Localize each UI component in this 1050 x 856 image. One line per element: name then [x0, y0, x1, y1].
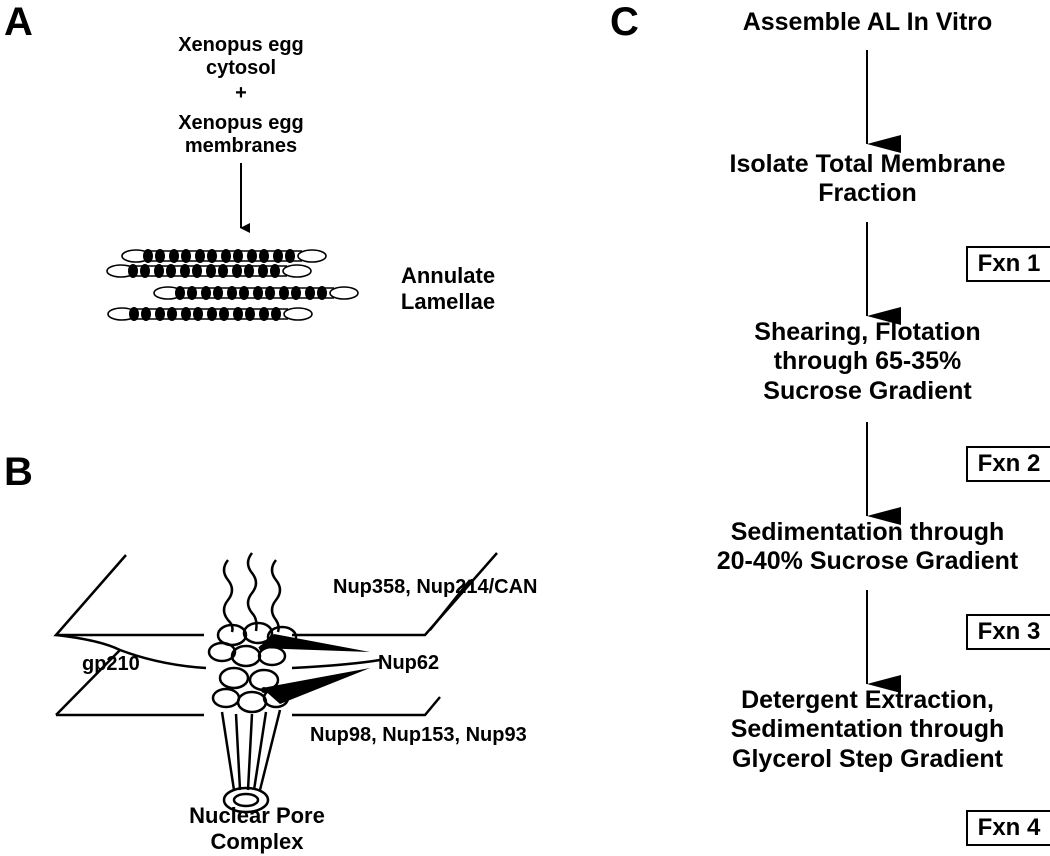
fraction-box-3: Fxn 3 — [966, 614, 1050, 650]
step-detergent: Detergent Extraction, Sedimentation thro… — [730, 686, 1005, 773]
step-sedimentation: Sedimentation through 20-40% Sucrose Gra… — [716, 518, 1019, 576]
membranes-label: Xenopus egg membranes — [178, 112, 304, 158]
step-assemble: Assemble AL In Vitro — [742, 8, 993, 36]
nup358-label: Nup358, Nup214/CAN — [333, 576, 538, 598]
plus-sign: + — [235, 82, 247, 104]
step-isolate: Isolate Total Membrane Fraction — [729, 150, 1006, 208]
fraction-box-4: Fxn 4 — [966, 810, 1050, 846]
gp210-label: gp210 — [82, 653, 140, 675]
nup62-pointer-lower — [262, 668, 370, 704]
annulate-lamellae-drawing — [106, 249, 359, 321]
annulate-lamellae-label: Annulate Lamellae — [400, 263, 496, 314]
nup98-label: Nup98, Nup153, Nup93 — [310, 724, 527, 746]
panel-c-letter: C — [610, 0, 639, 44]
nup62-label: Nup62 — [378, 652, 440, 674]
panel-b-letter: B — [4, 450, 33, 494]
nup62-pointer-upper — [258, 634, 370, 652]
panel-a-letter: A — [4, 0, 33, 44]
step-shearing: Shearing, Flotation through 65-35% Sucro… — [754, 318, 981, 405]
nuclear-pore-complex-drawing — [53, 552, 498, 814]
fraction-box-1: Fxn 1 — [966, 246, 1050, 282]
fraction-box-2: Fxn 2 — [966, 446, 1050, 482]
cytosol-label: Xenopus egg cytosol — [178, 34, 304, 80]
npc-caption: Nuclear Pore Complex — [189, 803, 325, 854]
